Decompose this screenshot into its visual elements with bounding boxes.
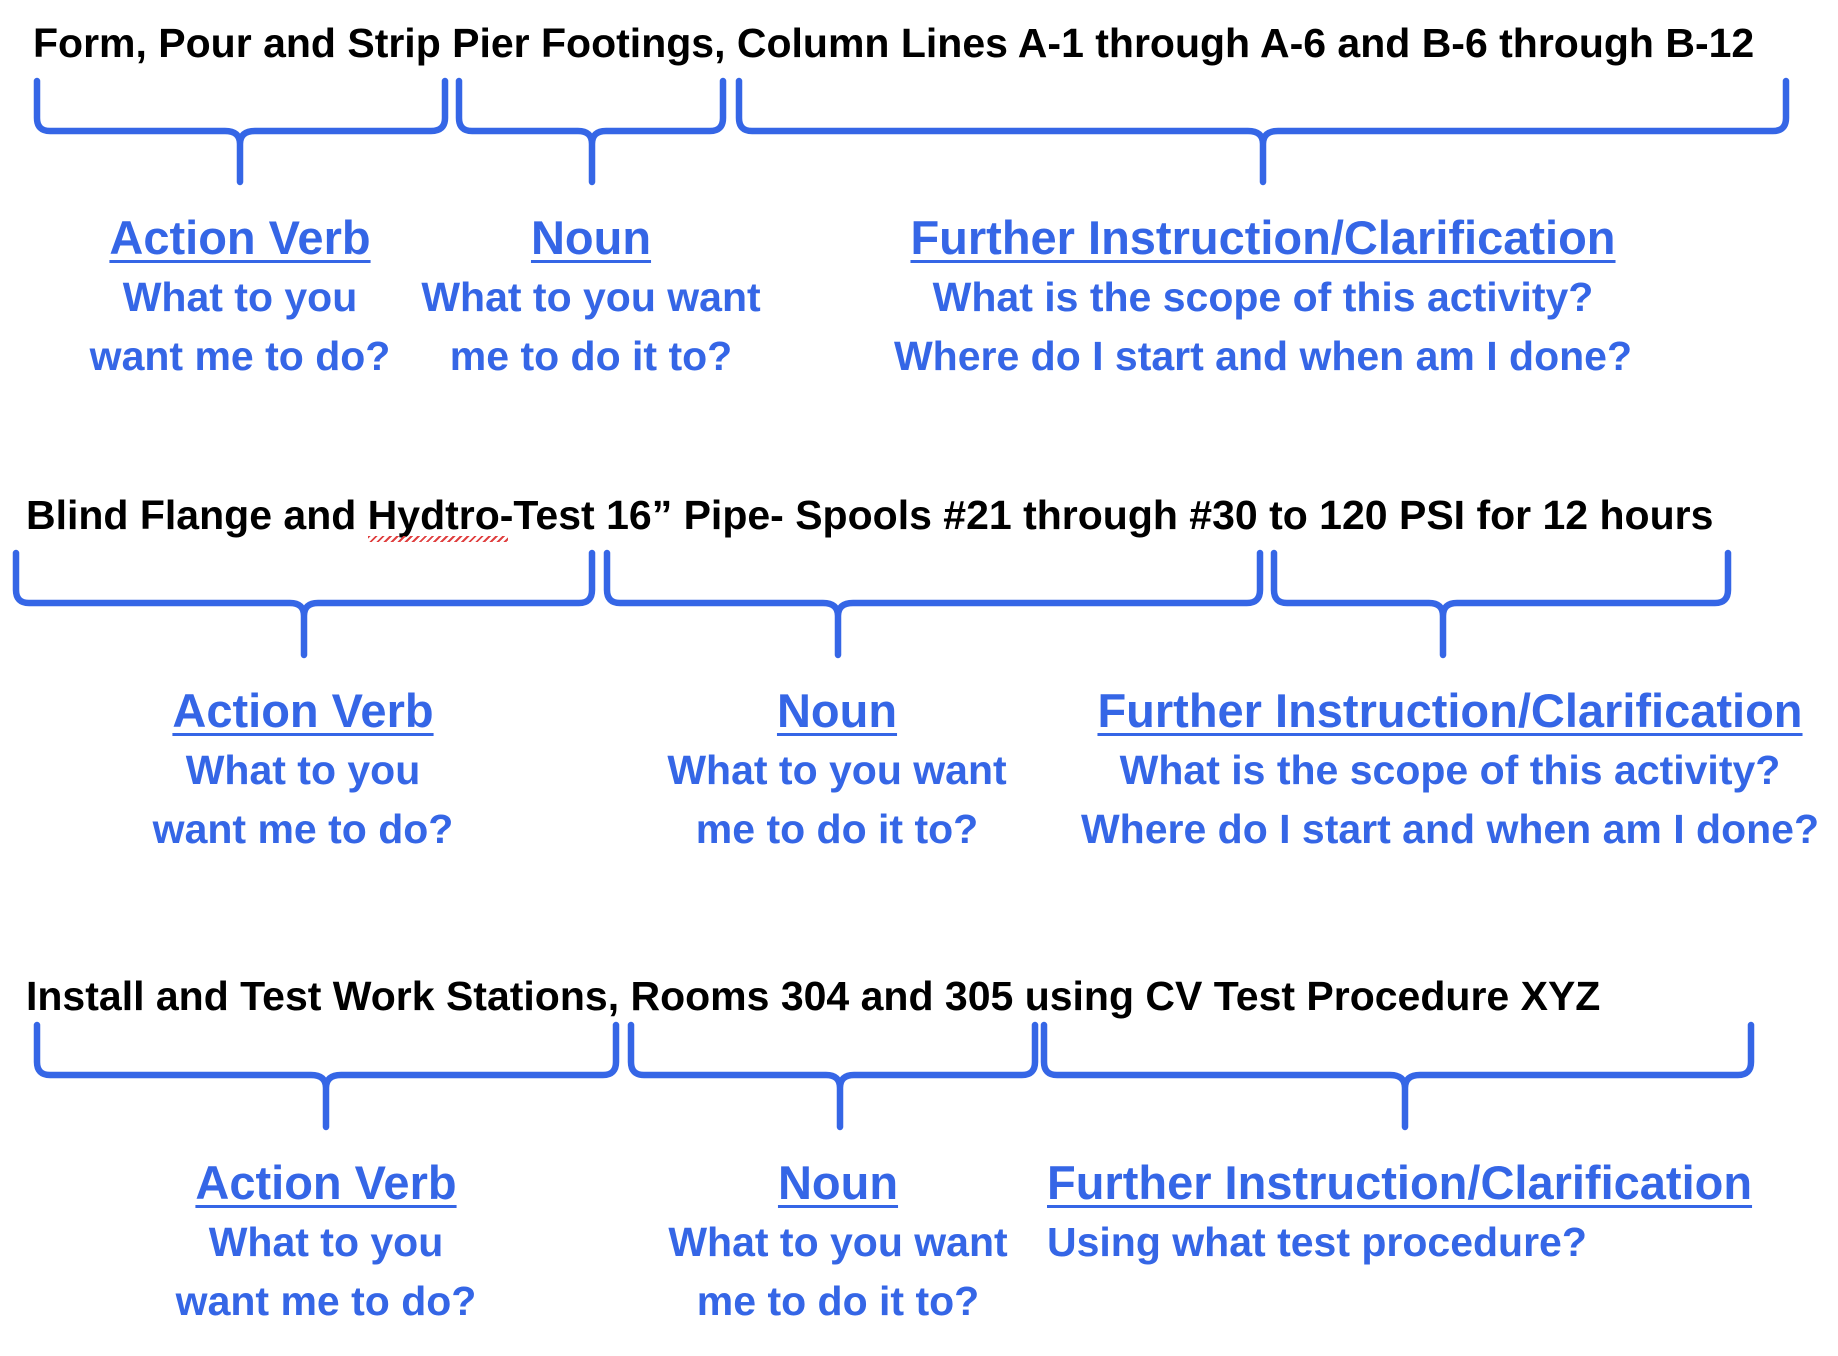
label-line: What is the scope of this activity? xyxy=(932,274,1594,320)
label-title: Action Verb xyxy=(109,211,371,264)
label-line: me to do it to? xyxy=(695,806,979,852)
label-line: me to do it to? xyxy=(696,1278,980,1324)
label-line: What to you xyxy=(208,1219,444,1265)
label-title: Further Instruction/Clarification xyxy=(1097,684,1803,737)
row-2-action-verb-label: Action Verb What to you want me to do? xyxy=(153,681,454,859)
row-2-sentence: Blind Flange and Hydtro-Test 16” Pipe- S… xyxy=(26,492,1714,538)
label-title: Noun xyxy=(530,211,652,264)
row-3-further-instruction-label: Further Instruction/Clarification Using … xyxy=(1047,1153,1752,1272)
label-title: Further Instruction/Clarification xyxy=(910,211,1616,264)
brace-noun-row-2 xyxy=(603,549,1264,659)
label-title: Noun xyxy=(777,1156,899,1209)
spellcheck-underline xyxy=(368,536,508,542)
brace-noun-row-3 xyxy=(627,1021,1039,1131)
label-line: Where do I start and when am I done? xyxy=(1080,806,1820,852)
row-1-further-instruction-label: Further Instruction/Clarification What i… xyxy=(894,208,1632,386)
row-3-action-verb-label: Action Verb What to you want me to do? xyxy=(176,1153,477,1331)
row-1-noun-label: Noun What to you want me to do it to? xyxy=(421,208,760,386)
row-1-action-verb-label: Action Verb What to you want me to do? xyxy=(90,208,391,386)
label-line: What to you want xyxy=(421,274,761,320)
label-line: Where do I start and when am I done? xyxy=(893,333,1633,379)
label-line: What to you xyxy=(185,747,421,793)
label-title: Action Verb xyxy=(195,1156,457,1209)
label-line: Using what test procedure? xyxy=(1047,1219,1587,1265)
label-line: want me to do? xyxy=(175,1278,477,1324)
label-title: Further Instruction/Clarification xyxy=(1047,1156,1753,1209)
label-title: Action Verb xyxy=(172,684,434,737)
row-3-sentence: Install and Test Work Stations, Rooms 30… xyxy=(26,973,1601,1019)
label-line: What is the scope of this activity? xyxy=(1119,747,1781,793)
brace-action-verb-row-3 xyxy=(33,1021,620,1131)
brace-noun-row-1 xyxy=(455,77,727,186)
label-title: Noun xyxy=(776,684,898,737)
brace-further-row-3 xyxy=(1040,1021,1755,1131)
row-2-noun-label: Noun What to you want me to do it to? xyxy=(667,681,1006,859)
brace-action-verb-row-1 xyxy=(33,77,449,186)
row-3-noun-label: Noun What to you want me to do it to? xyxy=(668,1153,1007,1331)
label-line: me to do it to? xyxy=(449,333,733,379)
label-line: want me to do? xyxy=(89,333,391,379)
row-2-further-instruction-label: Further Instruction/Clarification What i… xyxy=(1081,681,1819,859)
brace-further-row-2 xyxy=(1270,549,1732,659)
brace-action-verb-row-2 xyxy=(12,549,596,659)
label-line: want me to do? xyxy=(152,806,454,852)
row-1-sentence: Form, Pour and Strip Pier Footings, Colu… xyxy=(33,20,1755,66)
label-line: What to you want xyxy=(667,747,1007,793)
label-line: What to you want xyxy=(668,1219,1008,1265)
brace-further-row-1 xyxy=(735,77,1790,186)
label-line: What to you xyxy=(122,274,358,320)
